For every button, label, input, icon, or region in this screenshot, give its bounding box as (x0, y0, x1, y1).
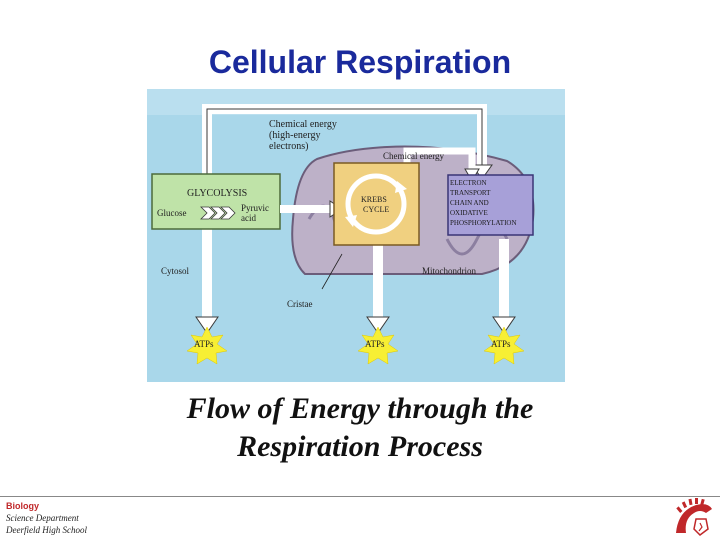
atp-mid-label: ATPs (365, 339, 385, 349)
glycolysis-chevrons (200, 206, 236, 220)
atp-left-label: ATPs (194, 339, 214, 349)
mitochondrion-label: Mitochondrion (422, 266, 476, 276)
caption-line-1: Flow of Energy through the (186, 392, 534, 425)
glycolysis-label: GLYCOLYSIS (187, 188, 247, 199)
atp-burst-left: ATPs (186, 326, 228, 365)
caption-line-2: Respiration Process (237, 430, 483, 463)
footer-school: Deerfield High School (6, 525, 87, 535)
slide-title: Cellular Respiration (208, 44, 512, 80)
glucose-label: Glucose (157, 208, 187, 218)
atp-right-label: ATPs (491, 339, 511, 349)
atp-arrows (195, 229, 516, 334)
footer: Biology Science Department Deerfield Hig… (6, 500, 87, 536)
footer-subject: Biology (6, 501, 39, 511)
cristae-label: Cristae (287, 299, 313, 309)
slide-caption: Flow of Energy through the Respiration P… (120, 390, 600, 466)
chemical-energy-mid-label: Chemical energy (383, 151, 445, 161)
cytosol-label: Cytosol (161, 266, 190, 276)
footer-divider (0, 496, 720, 497)
footer-department: Science Department (6, 513, 79, 523)
school-logo-icon (676, 498, 712, 536)
atp-burst-mid: ATPs (357, 326, 399, 365)
atp-burst-right: ATPs (483, 326, 525, 365)
